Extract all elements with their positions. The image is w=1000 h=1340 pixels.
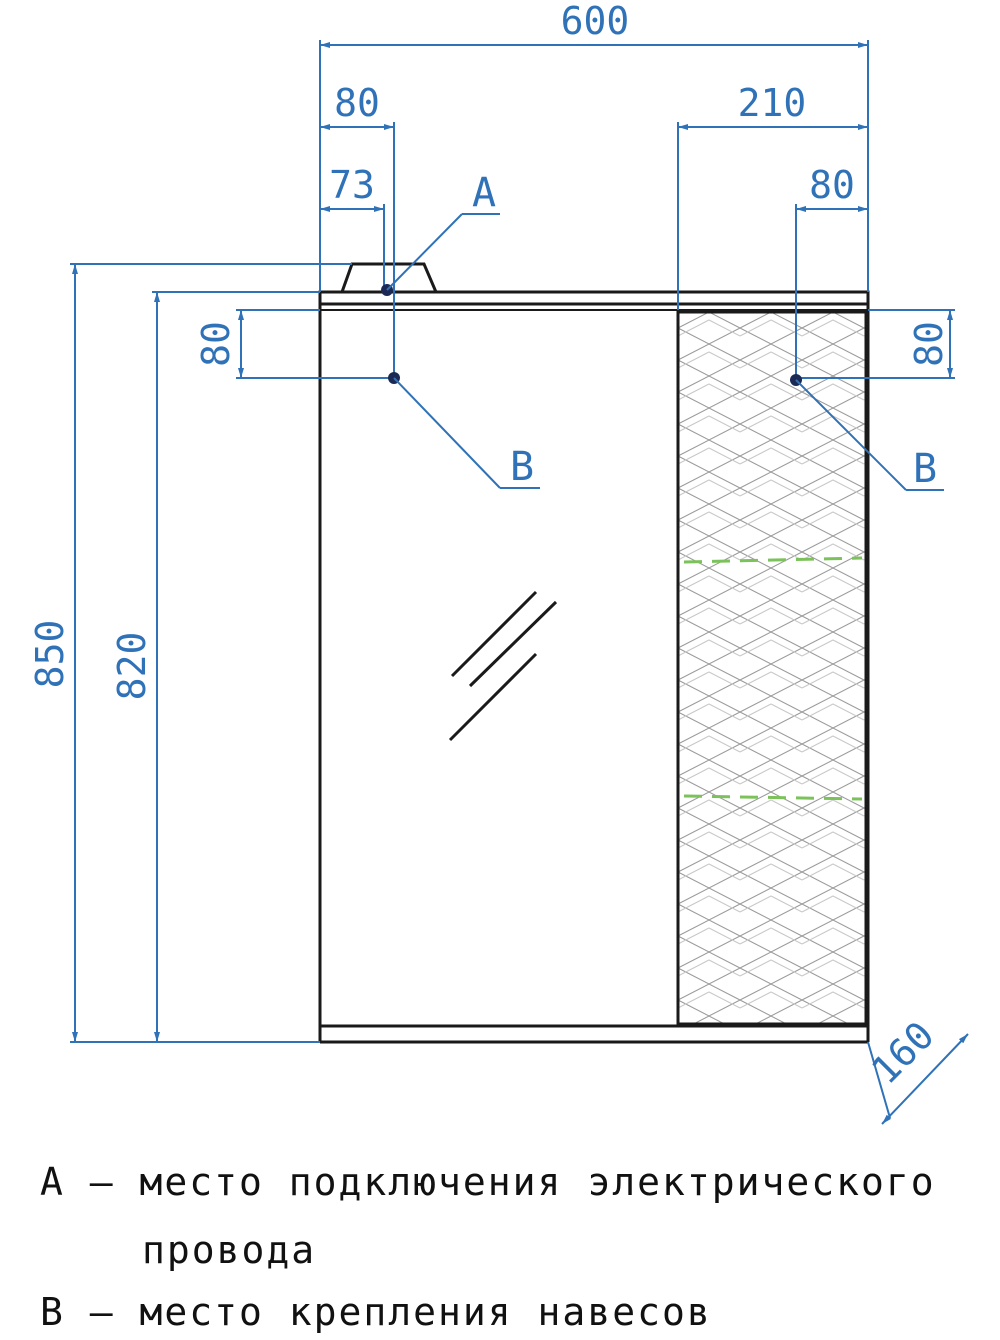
dim-160-line (881, 1033, 969, 1125)
callout-b-right-label: B (913, 446, 937, 492)
dim-80-right-label: 80 (809, 163, 855, 207)
dimension-lines (70, 40, 969, 1125)
shelf-lower (683, 794, 863, 801)
shelf-upper (683, 556, 863, 564)
dim-850-label: 850 (28, 620, 72, 689)
callout-a: A (381, 170, 500, 296)
dim-600-label: 600 (561, 0, 630, 43)
legend-a-line: A – место подключения электрического (40, 1160, 936, 1204)
dim-80-vertical-left-label: 80 (194, 321, 238, 367)
legend-a-continuation: провода (142, 1228, 317, 1272)
decorative-door (676, 310, 868, 1026)
dim-80-left-label: 80 (334, 81, 380, 125)
dim-820-label: 820 (110, 632, 154, 701)
callout-b-left-label: B (510, 444, 534, 490)
lamp (340, 262, 438, 293)
mirror-glare-icon (448, 590, 558, 742)
dim-80-vertical-right-label: 80 (907, 321, 951, 367)
callout-b-left: B (388, 372, 540, 490)
dim-73-label: 73 (329, 163, 375, 207)
cabinet-body (318, 262, 870, 1044)
callout-a-label: A (472, 170, 496, 216)
callout-b-right: B (790, 374, 944, 492)
dim-160-label: 160 (863, 1013, 943, 1093)
legend-b-line: B – место крепления навесов (40, 1290, 712, 1334)
top-panel (318, 290, 870, 306)
dim-210-label: 210 (738, 81, 807, 125)
